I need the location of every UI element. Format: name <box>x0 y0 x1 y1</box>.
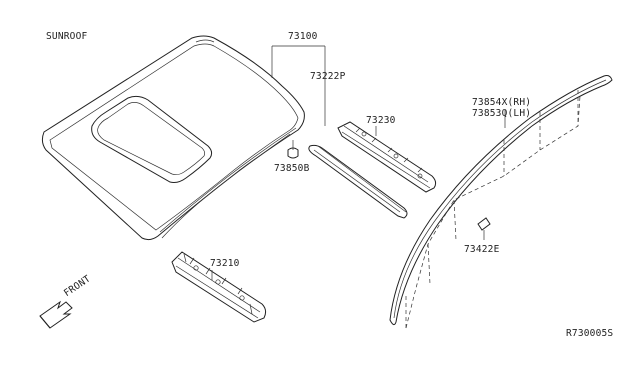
part-label-73422e[interactable]: 73422E <box>464 244 500 255</box>
part-label-73230[interactable]: 73230 <box>366 115 396 126</box>
part-label-73210[interactable]: 73210 <box>210 258 240 269</box>
front-arrow-icon <box>39 300 73 329</box>
diagram-title: SUNROOF <box>46 31 88 42</box>
drip-molding-shape <box>389 75 613 329</box>
clip-73850b-shape <box>287 140 299 159</box>
rear-rail-shape <box>337 121 437 193</box>
part-label-73222p[interactable]: 73222P <box>310 71 346 82</box>
part-label-73853q[interactable]: 73853Q(LH) <box>472 108 532 119</box>
roof-molding-shape <box>308 144 408 219</box>
part-label-73854x[interactable]: 73854X(RH) <box>472 97 532 108</box>
molding-clip-shape <box>477 217 491 240</box>
roof-panel-shape <box>41 35 305 241</box>
part-label-73100[interactable]: 73100 <box>288 31 318 42</box>
leader-73100 <box>271 45 326 126</box>
part-label-73850b[interactable]: 73850B <box>274 163 310 174</box>
diagram-code: R730005S <box>566 328 614 339</box>
front-rail-shape <box>171 251 267 323</box>
